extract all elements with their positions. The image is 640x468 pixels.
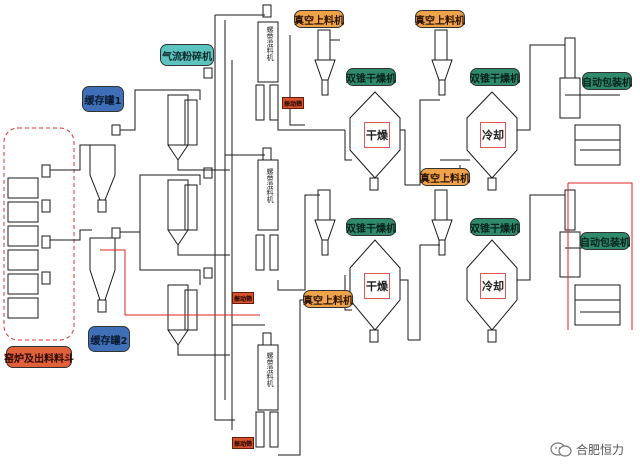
cool-zone-2: 冷却 <box>480 273 506 299</box>
jet-mill-label: 气流粉碎机 <box>160 44 214 66</box>
dryer-label-1: 双锥干燥机 <box>346 68 396 86</box>
dry-zone-1: 干燥 <box>364 122 390 148</box>
buffer-tank-2 <box>89 237 116 301</box>
vibrating-screen-3: 振动筛 <box>232 437 254 449</box>
kiln-slot <box>7 273 39 295</box>
kiln-slot <box>7 297 39 319</box>
vacuum-feeder-label-4: 真空上料机 <box>303 290 353 308</box>
watermark: 合肥恒力 <box>550 441 624 458</box>
vacuum-feeder-label-1: 真空上料机 <box>294 10 344 28</box>
jet-mill-1 <box>167 67 213 161</box>
kiln-label: 窑炉及出料料斗 <box>4 346 74 368</box>
vacuum-feeder-label-2: 真空上料机 <box>415 10 465 28</box>
packer-label-1: 自动包装机 <box>582 72 632 90</box>
cooler-dryer-label-2: 双锥干燥机 <box>470 218 520 236</box>
jet-mill-2 <box>167 167 213 246</box>
screw-mixer-label-2: 螺带混料机 <box>266 168 274 203</box>
kiln-slot <box>7 177 39 199</box>
vibrating-screen-2: 振动筛 <box>232 292 254 304</box>
kiln-slot <box>7 249 39 271</box>
cool-zone-1: 冷却 <box>480 122 506 148</box>
jet-mill-3 <box>167 267 213 346</box>
wechat-icon <box>550 442 572 457</box>
kiln-area <box>3 127 75 341</box>
dry-zone-2: 干燥 <box>364 273 390 299</box>
packer-1 <box>559 37 621 166</box>
buffer-tank-1-label: 缓存罐1 <box>82 86 124 112</box>
buffer-tank-1 <box>89 144 116 201</box>
screw-mixer-label-3: 螺带混料机 <box>266 352 274 387</box>
vacuum-feeder-label-3: 真空上料机 <box>420 168 470 186</box>
kiln-slot <box>7 225 39 247</box>
kiln-slot <box>7 201 39 223</box>
vibrating-screen-1: 振动筛 <box>282 97 304 109</box>
watermark-text: 合肥恒力 <box>575 443 624 457</box>
dryer-label-2: 双锥干燥机 <box>346 218 396 236</box>
screw-mixer-label-1: 螺带混料机 <box>266 26 274 61</box>
screw-mixer-1 <box>257 21 279 83</box>
packer-label-2: 自动包装机 <box>580 232 630 250</box>
buffer-tank-2-label: 缓存罐2 <box>88 326 130 352</box>
cooler-dryer-label-1: 双锥干燥机 <box>470 68 520 86</box>
packer-2 <box>559 189 621 326</box>
